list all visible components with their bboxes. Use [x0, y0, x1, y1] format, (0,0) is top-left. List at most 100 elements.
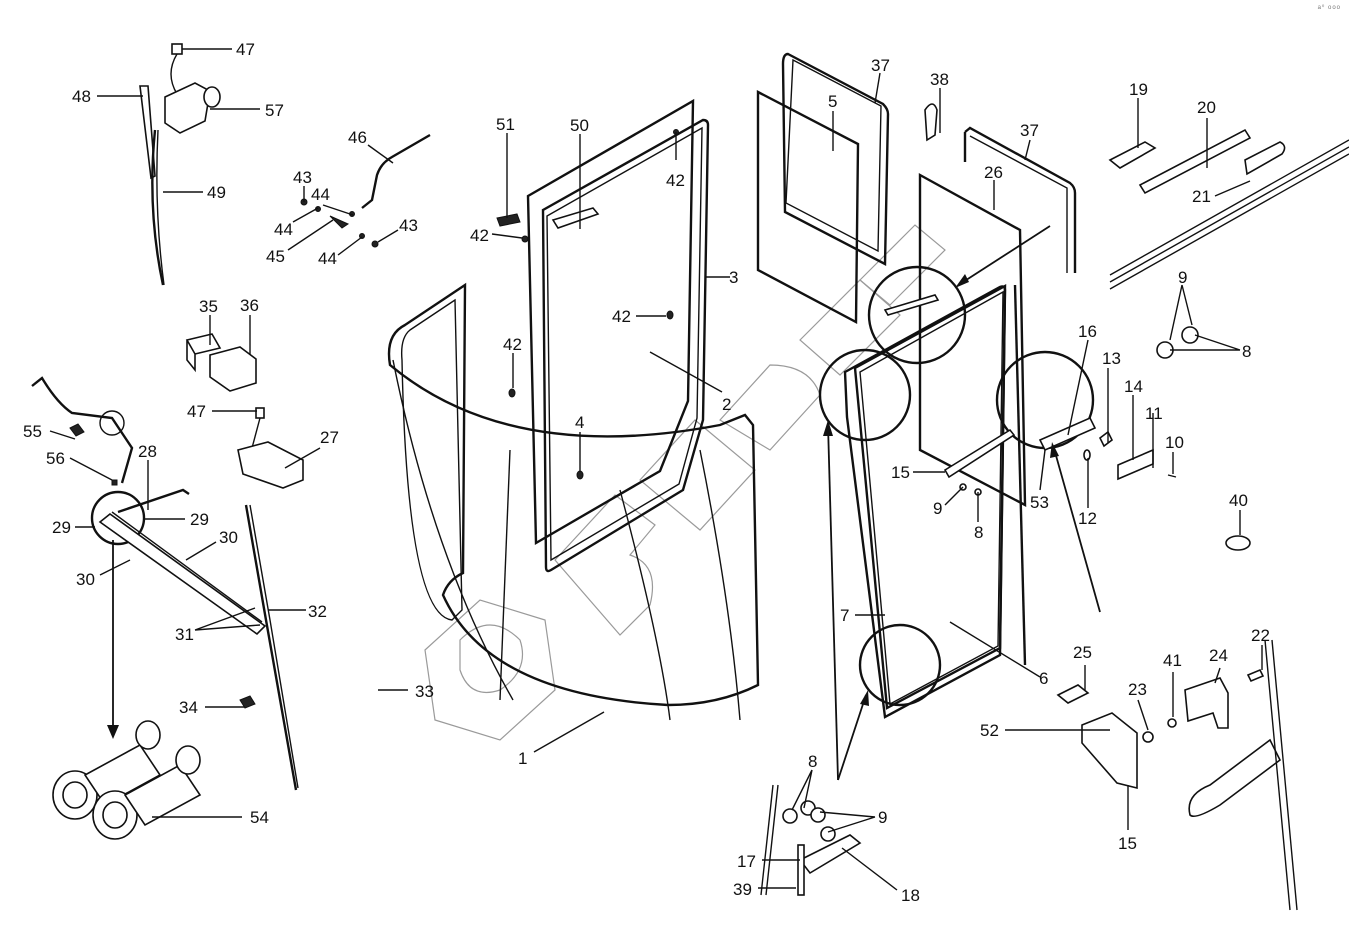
bracket-50: [551, 207, 600, 229]
callout-2: 2: [722, 395, 731, 414]
callout-6: 6: [1039, 669, 1048, 688]
callout-40: 40: [1229, 491, 1248, 510]
callout-48: 48: [72, 87, 91, 106]
callout-30-lower: 30: [76, 570, 95, 589]
hinge-plate-18: [798, 834, 862, 875]
callout-28: 28: [138, 442, 157, 461]
bottom-hinge-group: [760, 784, 862, 896]
callout-33: 33: [415, 682, 434, 701]
clip-34: [239, 695, 256, 709]
detail-circle-upper-hinge: [818, 348, 912, 442]
pivot-shaft-28: [117, 488, 190, 514]
nut-23: [1142, 731, 1154, 743]
callout-47-top: 47: [236, 40, 255, 59]
bolt-22: [1246, 668, 1265, 683]
callout-7: 7: [840, 606, 849, 625]
callout-8-bottom: 8: [808, 752, 817, 771]
wiper-blade-49: [151, 129, 165, 286]
callout-14: 14: [1124, 377, 1143, 396]
callout-15-rod: 15: [891, 463, 910, 482]
callout-9-top: 9: [1178, 268, 1187, 287]
nut-12: [1083, 449, 1091, 461]
wiper-blade-32: [244, 504, 298, 791]
callout-38: 38: [930, 70, 949, 89]
callout-56: 56: [46, 449, 65, 468]
callout-47-middle: 47: [187, 402, 206, 421]
wiper-arm-48: [139, 85, 156, 180]
front-wiper-group: [31, 333, 304, 791]
connector-55: [69, 423, 85, 437]
connector-47b: [255, 407, 265, 419]
corner-mark: a⁰ ooo: [1317, 5, 1341, 11]
callout-12: 12: [1078, 509, 1097, 528]
callout-29-left: 29: [52, 518, 71, 537]
grommet-56: [111, 479, 118, 486]
lower-right-hardware: [1056, 639, 1298, 911]
relay-36: [209, 346, 257, 392]
callout-19: 19: [1129, 80, 1148, 99]
callout-43-right: 43: [399, 216, 418, 235]
watermark: [424, 224, 946, 741]
callout-25: 25: [1073, 643, 1092, 662]
detail-circle-lower-hinge: [858, 623, 942, 707]
callout-27: 27: [320, 428, 339, 447]
callout-8-middle: 8: [974, 523, 983, 542]
callout-16: 16: [1078, 322, 1097, 341]
relay-35: [185, 333, 222, 373]
callout-42-middle: 42: [612, 307, 631, 326]
latch-parts-group: [1083, 430, 1251, 551]
callout-23: 23: [1128, 680, 1147, 699]
callout-11: 11: [1145, 404, 1163, 423]
washer-pumps-54: [52, 720, 202, 840]
detail-circle-wiper-pivot: [90, 490, 146, 546]
door-seal-3: [541, 118, 710, 573]
callout-52: 52: [980, 721, 999, 740]
door-seal-7: [853, 283, 1007, 710]
callout-41: 41: [1163, 651, 1182, 670]
bracket-21: [1244, 141, 1286, 176]
callout-57: 57: [265, 101, 284, 120]
callout-30-upper: 30: [219, 528, 238, 547]
wiper-arm-30: [98, 512, 267, 636]
callout-53: 53: [1030, 493, 1049, 512]
callout-18: 18: [901, 886, 920, 905]
windscreen-1: [387, 282, 760, 721]
detail-circle-top-hinge: [867, 265, 967, 365]
wiper-motor-27: [237, 441, 304, 489]
side-glass-26: [918, 126, 1077, 508]
spacer-25: [1056, 684, 1090, 704]
handle-14: [1117, 448, 1154, 481]
latch-51: [496, 213, 521, 227]
callout-36: 36: [240, 296, 259, 315]
callout-54: 54: [250, 808, 269, 827]
callout-37-rear: 37: [871, 56, 890, 75]
callout-32: 32: [308, 602, 327, 621]
callout-9-middle: 9: [933, 499, 942, 518]
callout-22: 22: [1251, 626, 1270, 645]
callout-13: 13: [1102, 349, 1121, 368]
callout-9-bottom: 9: [878, 808, 887, 827]
callout-15-bracket: 15: [1118, 834, 1137, 853]
callout-44-bottom: 44: [318, 249, 337, 268]
washer-41: [1167, 718, 1177, 728]
callout-26: 26: [984, 163, 1003, 182]
pin-10: [1167, 474, 1177, 478]
callout-34: 34: [179, 698, 198, 717]
callout-42-left: 42: [503, 335, 522, 354]
window-seal-37a: [781, 52, 890, 266]
wiper-motor-57: [164, 82, 211, 134]
callout-37-side: 37: [1020, 121, 1039, 140]
connector-47: [171, 43, 183, 55]
callout-4: 4: [575, 413, 584, 432]
callout-43-left: 43: [293, 168, 312, 187]
washer-13: [1098, 430, 1114, 448]
washer-tube-46: [361, 133, 431, 209]
leader-lines: [49, 48, 1263, 891]
plate-bracket: [1188, 738, 1282, 818]
rod-15: [943, 428, 1016, 479]
window-seal-37b: [963, 126, 1077, 273]
callout-8-top: 8: [1242, 342, 1251, 361]
callout-17: 17: [737, 852, 756, 871]
